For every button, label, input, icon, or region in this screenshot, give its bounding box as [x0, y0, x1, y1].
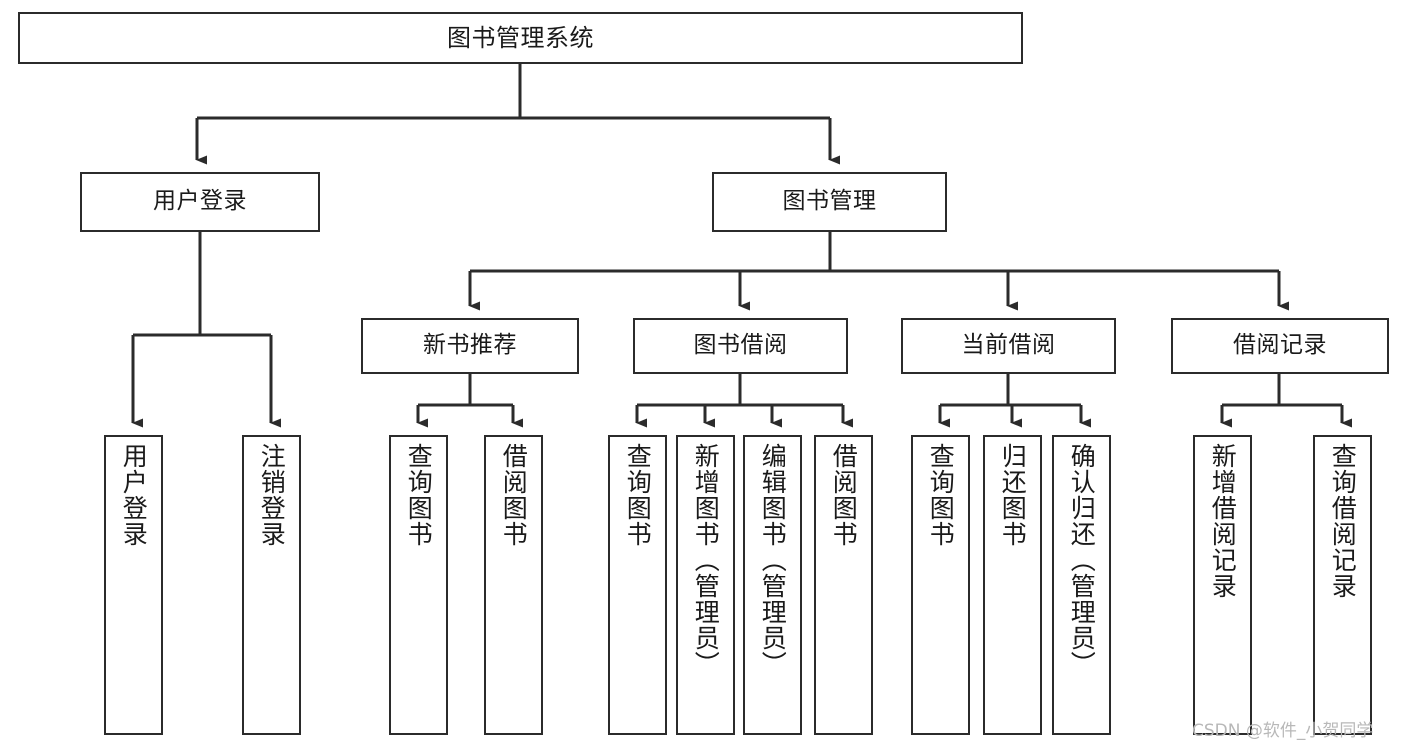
node-leaf-return-book[interactable]: 归还图书	[983, 435, 1042, 735]
node-leaf-borrow-book-1[interactable]: 借阅图书	[484, 435, 543, 735]
node-leaf-add-record[interactable]: 新增借阅记录	[1193, 435, 1252, 735]
node-leaf-query-book-2-label: 查询图书	[623, 443, 653, 547]
node-leaf-user-login[interactable]: 用户登录	[104, 435, 163, 735]
node-book-manage[interactable]: 图书管理	[712, 172, 947, 232]
node-leaf-query-book-3[interactable]: 查询图书	[911, 435, 970, 735]
node-leaf-add-book-label: 新增图书（管理员）	[691, 443, 721, 677]
node-leaf-query-book-1[interactable]: 查询图书	[389, 435, 448, 735]
node-borrow-record[interactable]: 借阅记录	[1171, 318, 1389, 374]
node-leaf-user-login-label: 用户登录	[119, 443, 149, 547]
node-borrow-record-label: 借阅记录	[1233, 332, 1327, 359]
node-leaf-borrow-book-2[interactable]: 借阅图书	[814, 435, 873, 735]
node-leaf-query-book-3-label: 查询图书	[926, 443, 956, 547]
node-leaf-return-book-label: 归还图书	[998, 443, 1028, 547]
node-leaf-query-book-1-label: 查询图书	[404, 443, 434, 547]
node-leaf-query-record-label: 查询借阅记录	[1328, 443, 1358, 599]
node-current-borrow-label: 当前借阅	[961, 332, 1056, 359]
node-leaf-confirm-return[interactable]: 确认归还（管理员）	[1052, 435, 1111, 735]
node-leaf-add-record-label: 新增借阅记录	[1208, 443, 1238, 599]
node-leaf-edit-book-label: 编辑图书（管理员）	[758, 443, 788, 677]
node-new-book-recommend[interactable]: 新书推荐	[361, 318, 579, 374]
node-user-login-label: 用户登录	[153, 188, 247, 215]
node-book-manage-label: 图书管理	[782, 188, 877, 215]
node-book-borrow-label: 图书借阅	[693, 332, 788, 359]
csdn-watermark: CSDN @软件_小贺同学	[1192, 721, 1374, 741]
node-leaf-edit-book[interactable]: 编辑图书（管理员）	[743, 435, 802, 735]
node-leaf-logout[interactable]: 注销登录	[242, 435, 301, 735]
node-root[interactable]: 图书管理系统	[18, 12, 1023, 64]
node-leaf-query-record[interactable]: 查询借阅记录	[1313, 435, 1372, 735]
node-leaf-add-book[interactable]: 新增图书（管理员）	[676, 435, 735, 735]
node-leaf-query-book-2[interactable]: 查询图书	[608, 435, 667, 735]
node-new-book-recommend-label: 新书推荐	[423, 332, 517, 359]
node-leaf-borrow-book-1-label: 借阅图书	[499, 443, 529, 547]
node-book-borrow[interactable]: 图书借阅	[633, 318, 848, 374]
node-leaf-confirm-return-label: 确认归还（管理员）	[1067, 443, 1097, 677]
node-root-label: 图书管理系统	[447, 23, 594, 52]
node-leaf-borrow-book-2-label: 借阅图书	[829, 443, 859, 547]
node-user-login[interactable]: 用户登录	[80, 172, 320, 232]
node-current-borrow[interactable]: 当前借阅	[901, 318, 1116, 374]
node-leaf-logout-label: 注销登录	[257, 443, 287, 547]
